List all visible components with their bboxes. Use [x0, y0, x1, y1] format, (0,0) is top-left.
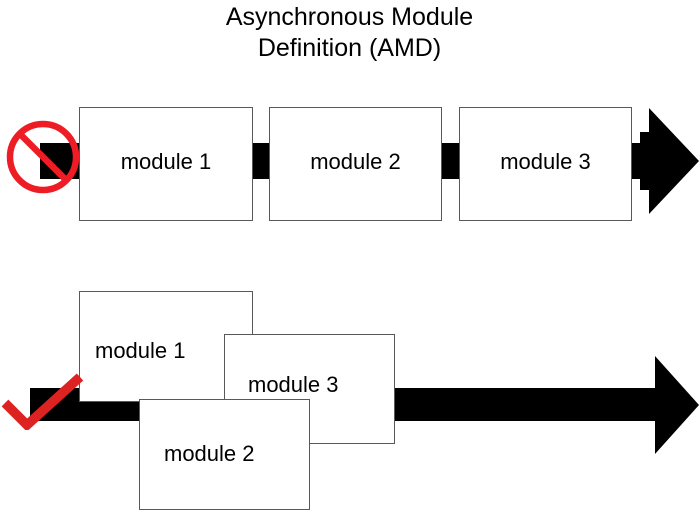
module-box-top-2-label: module 2	[310, 149, 401, 174]
module-box-bottom-1-label: module 1	[95, 338, 186, 363]
module-box-top-2[interactable]	[269, 107, 442, 221]
module-box-bottom-3-label: module 3	[248, 372, 339, 397]
module-box-top-1-label: module 1	[120, 149, 212, 174]
module-box-top-1[interactable]	[79, 107, 253, 221]
timeline-arrow-head-top	[640, 108, 699, 214]
page-title: Asynchronous Module Definition (AMD)	[225, 3, 474, 62]
module-box-bottom-2-label: module 2	[164, 441, 255, 466]
module-box-bottom-2[interactable]	[139, 399, 310, 510]
prohibition-icon	[6, 120, 80, 194]
check-icon	[1, 373, 84, 430]
timeline-arrow-head-bottom	[644, 356, 699, 454]
module-box-top-3-label: module 3	[500, 149, 591, 174]
module-box-top-3[interactable]	[459, 107, 632, 221]
